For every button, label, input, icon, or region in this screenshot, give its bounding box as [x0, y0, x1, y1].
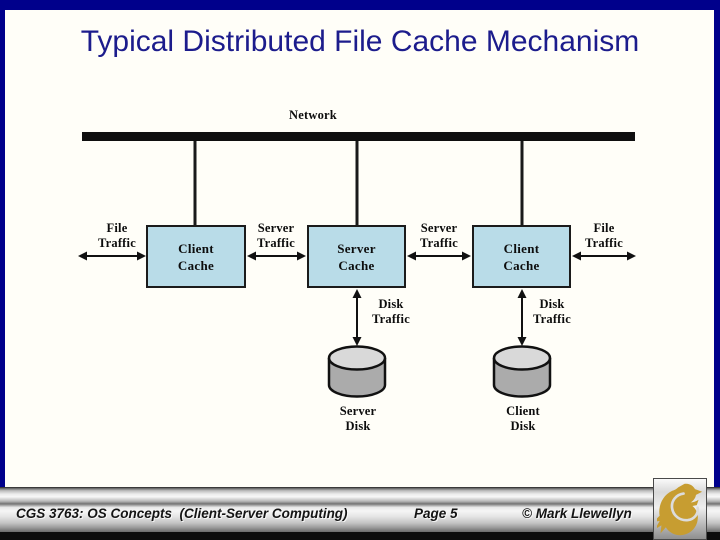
- label-line: Disk: [539, 297, 565, 311]
- label-line: Disk: [345, 419, 371, 433]
- client-disk-label: Client Disk: [488, 404, 558, 434]
- label-line: Server: [257, 221, 295, 235]
- label-line: Server: [420, 221, 458, 235]
- slide-bottom-border: [0, 532, 720, 540]
- bus-drop-line-left: [193, 141, 197, 225]
- label-line: Server: [339, 404, 377, 418]
- server-traffic-left-label: Server Traffic: [241, 221, 311, 251]
- slide-top-border: [0, 0, 720, 10]
- label-line: Traffic: [420, 236, 458, 250]
- box-label-line: Cache: [338, 257, 375, 273]
- pegasus-beak: [695, 488, 703, 495]
- box-label-line: Client: [503, 240, 540, 256]
- network-label: Network: [289, 108, 337, 122]
- box-label-line: Client: [178, 240, 214, 256]
- label-line: Traffic: [257, 236, 295, 250]
- file-traffic-right-arrow: [572, 251, 636, 261]
- label-line: Disk: [510, 419, 536, 433]
- pegasus-body: [657, 483, 699, 535]
- client-disk-cylinder: [492, 345, 552, 398]
- box-label-line: Server: [337, 240, 376, 256]
- server-traffic-left-arrow: [247, 251, 306, 261]
- file-traffic-left-arrow: [78, 251, 146, 261]
- footer-page-number: Page 5: [414, 506, 458, 521]
- logo-panel: [653, 478, 707, 540]
- file-traffic-right-label: File Traffic: [569, 221, 639, 251]
- disk-traffic-server-label: Disk Traffic: [356, 297, 426, 327]
- disk-traffic-server-arrow: [352, 289, 362, 346]
- pegasus-wing-detail: [670, 491, 700, 521]
- client-cache-left-box: Client Cache: [146, 225, 246, 288]
- label-line: Traffic: [533, 312, 571, 326]
- server-traffic-right-arrow: [407, 251, 471, 261]
- footer-copyright: © Mark Llewellyn: [522, 506, 632, 521]
- label-line: File: [593, 221, 615, 235]
- slide-right-border: [714, 10, 720, 487]
- server-traffic-right-label: Server Traffic: [404, 221, 474, 251]
- label-line: Disk: [378, 297, 404, 311]
- file-traffic-left-label: File Traffic: [82, 221, 152, 251]
- bus-drop-line-middle: [355, 141, 359, 225]
- label-line: Traffic: [98, 236, 136, 250]
- label-line: File: [106, 221, 128, 235]
- label-line: Client: [506, 404, 540, 418]
- box-label-line: Cache: [177, 257, 215, 273]
- server-disk-label: Server Disk: [323, 404, 393, 434]
- label-line: Traffic: [372, 312, 410, 326]
- bus-drop-line-right: [520, 141, 524, 225]
- network-bus-bar: [82, 132, 635, 141]
- file-cache-diagram: [78, 132, 636, 398]
- box-label-line: Cache: [503, 257, 540, 273]
- server-cache-box: Server Cache: [307, 225, 406, 288]
- page-title: Typical Distributed File Cache Mechanism: [80, 25, 640, 58]
- disk-traffic-client-arrow: [517, 289, 527, 346]
- slide-left-border: [0, 10, 5, 487]
- footer-course-text: CGS 3763: OS Concepts (Client-Server Com…: [16, 506, 348, 521]
- ucf-pegasus-logo: [657, 483, 703, 535]
- client-cache-right-box: Client Cache: [472, 225, 571, 288]
- disk-traffic-client-label: Disk Traffic: [517, 297, 587, 327]
- server-disk-cylinder: [327, 345, 387, 398]
- footer-bar: [0, 487, 720, 532]
- label-line: Traffic: [585, 236, 623, 250]
